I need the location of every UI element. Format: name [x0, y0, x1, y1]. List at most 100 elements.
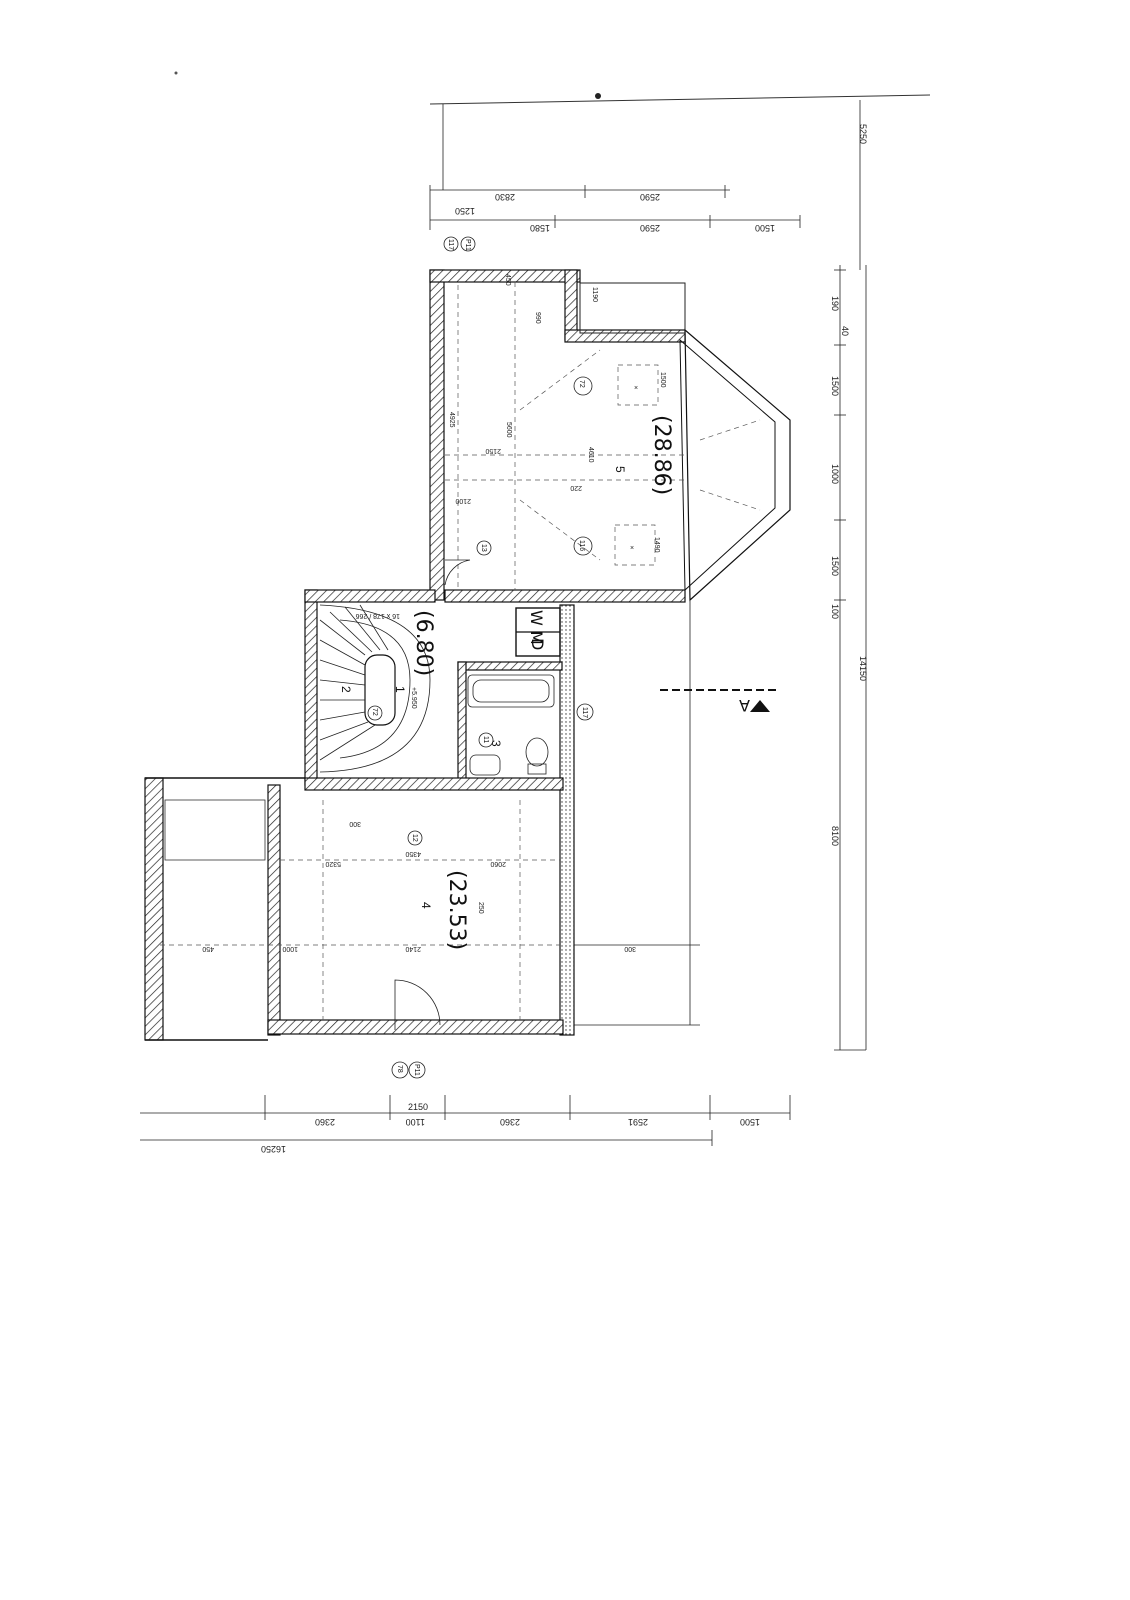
- ceiling-tag-116-lower: 116: [573, 536, 593, 556]
- wall-upper-notch-bottom: [564, 329, 686, 343]
- room-2-number: 2: [339, 686, 353, 693]
- room-4-area: (23.53): [444, 870, 469, 950]
- dim-right-190: 190: [830, 296, 840, 311]
- svg-text:1500: 1500: [659, 372, 666, 388]
- svg-text:300: 300: [349, 820, 361, 827]
- dim-right-1000: 1000: [830, 464, 840, 484]
- svg-text:A: A: [739, 696, 750, 715]
- wall-terrace-left: [144, 777, 164, 1041]
- svg-text:×: ×: [634, 385, 638, 392]
- svg-text:1190: 1190: [591, 287, 598, 302]
- svg-text:5320: 5320: [325, 860, 341, 867]
- dim-right-8100: 8100: [830, 826, 840, 846]
- svg-text:1490: 1490: [653, 537, 660, 553]
- toilet: [525, 737, 549, 775]
- door-tag-13: 13: [476, 540, 492, 556]
- dim-bottom-1500: 1500: [740, 1117, 760, 1127]
- entry-door-swing: [394, 979, 441, 1030]
- stair: [319, 604, 431, 773]
- svg-text:450: 450: [504, 274, 511, 286]
- svg-text:300: 300: [624, 945, 636, 952]
- roof-line-2: [519, 499, 601, 561]
- svg-text:4925: 4925: [448, 412, 455, 428]
- interior-dimensions: 450 990 1190 1500 4925 5600 2150 4610 22…: [202, 274, 666, 952]
- door-tag-117-right: 117: [576, 703, 594, 721]
- svg-text:117: 117: [447, 239, 454, 250]
- svg-text:72: 72: [578, 380, 585, 388]
- dim-top-1580: 1580: [530, 223, 550, 233]
- bay-window-outline: [684, 328, 791, 602]
- room-3-number: 3: [489, 740, 503, 747]
- dim-right-40: 40: [840, 326, 850, 336]
- top-dimension-chain: 1250 2830 2590 1580 2590 1500: [429, 185, 801, 233]
- dim-right-100: 100: [830, 604, 840, 619]
- wall-upper-bottom: [444, 589, 686, 603]
- svg-text:72: 72: [371, 708, 378, 716]
- room-5-area: (28.86): [649, 415, 674, 495]
- utility-box: W M D: [515, 607, 561, 657]
- roof-line-4: [699, 489, 761, 511]
- svg-text:990: 990: [534, 312, 541, 324]
- svg-text:P11: P11: [413, 1064, 420, 1076]
- scan-speck-2: [174, 71, 178, 75]
- stair-note: 16 x 178 / 266: [356, 612, 400, 619]
- door-tag-72: 72: [367, 705, 383, 721]
- svg-text:13: 13: [480, 544, 487, 552]
- level-label: +5.950: [410, 687, 417, 709]
- balcony-rail: [579, 282, 686, 334]
- scan-speck: [595, 93, 601, 99]
- wall-lower-bottom: [267, 1019, 564, 1035]
- svg-text:11: 11: [482, 736, 489, 743]
- dim-top-2830: 2830: [495, 192, 515, 202]
- door-tag-11: 11: [478, 732, 494, 748]
- svg-text:2100: 2100: [455, 497, 471, 504]
- roof-line-1: [519, 349, 601, 411]
- dim-right-1500: 1500: [830, 376, 840, 396]
- dim-right-14150: 14150: [858, 656, 868, 681]
- upper-door-swing: [444, 559, 471, 586]
- section-mark-a: A: [660, 689, 780, 715]
- terrace-bench: [164, 799, 266, 861]
- svg-text:5600: 5600: [505, 422, 512, 438]
- utility-wm-label: W M: [527, 610, 546, 645]
- svg-text:P11: P11: [464, 239, 471, 251]
- dim-top-2590: 2590: [640, 192, 660, 202]
- dashed-grid: [160, 282, 685, 1020]
- right-dimension-chain: 5250 190 40 1500 1000 1500 100 14150 810…: [830, 124, 868, 1051]
- room-5-number: 5: [613, 466, 627, 473]
- dim-bottom-2591: 2591: [628, 1117, 648, 1127]
- door-tag-entry: 78 P11: [391, 1061, 426, 1079]
- ceiling-tag-116-upper: 72: [573, 376, 593, 396]
- wall-bath-left: [457, 661, 467, 783]
- dim-bottom-1100: 1100: [406, 1117, 425, 1127]
- dim-right-5250: 5250: [858, 124, 868, 144]
- svg-text:220: 220: [570, 484, 582, 491]
- svg-text:78: 78: [396, 1065, 403, 1073]
- dim-bottom-2360b: 2360: [500, 1117, 520, 1127]
- svg-text:116: 116: [578, 540, 585, 551]
- dim-top-1250-900: 1250: [455, 206, 475, 216]
- utility-d-label: D: [528, 638, 547, 650]
- door-tag-117: 117 P11: [443, 236, 476, 252]
- bottom-dimension-chain: 2360 1100 2150 2360 2591 1500 16250: [140, 1095, 791, 1154]
- dim-top-1500: 1500: [755, 223, 775, 233]
- washbasin: [469, 754, 501, 776]
- room-1-number: 1: [393, 686, 407, 693]
- svg-text:117: 117: [581, 707, 588, 718]
- room-4-number: 4: [419, 902, 433, 909]
- svg-text:450: 450: [202, 945, 214, 952]
- roof-line-3: [699, 419, 761, 441]
- svg-text:×: ×: [630, 545, 634, 552]
- dim-bottom-total: 16250: [261, 1144, 286, 1154]
- wall-middle-horizontal: [304, 777, 564, 791]
- dim-top-2590b: 2590: [640, 223, 660, 233]
- skylight-lower: ×: [614, 524, 656, 566]
- wall-bath-top: [457, 661, 563, 671]
- svg-text:250: 250: [477, 902, 484, 914]
- wall-stair-top: [304, 589, 436, 603]
- svg-text:12: 12: [411, 834, 418, 842]
- wall-upper-left: [429, 269, 445, 601]
- svg-text:4610: 4610: [587, 447, 594, 463]
- svg-text:2060: 2060: [490, 860, 506, 867]
- svg-text:2150: 2150: [485, 447, 501, 454]
